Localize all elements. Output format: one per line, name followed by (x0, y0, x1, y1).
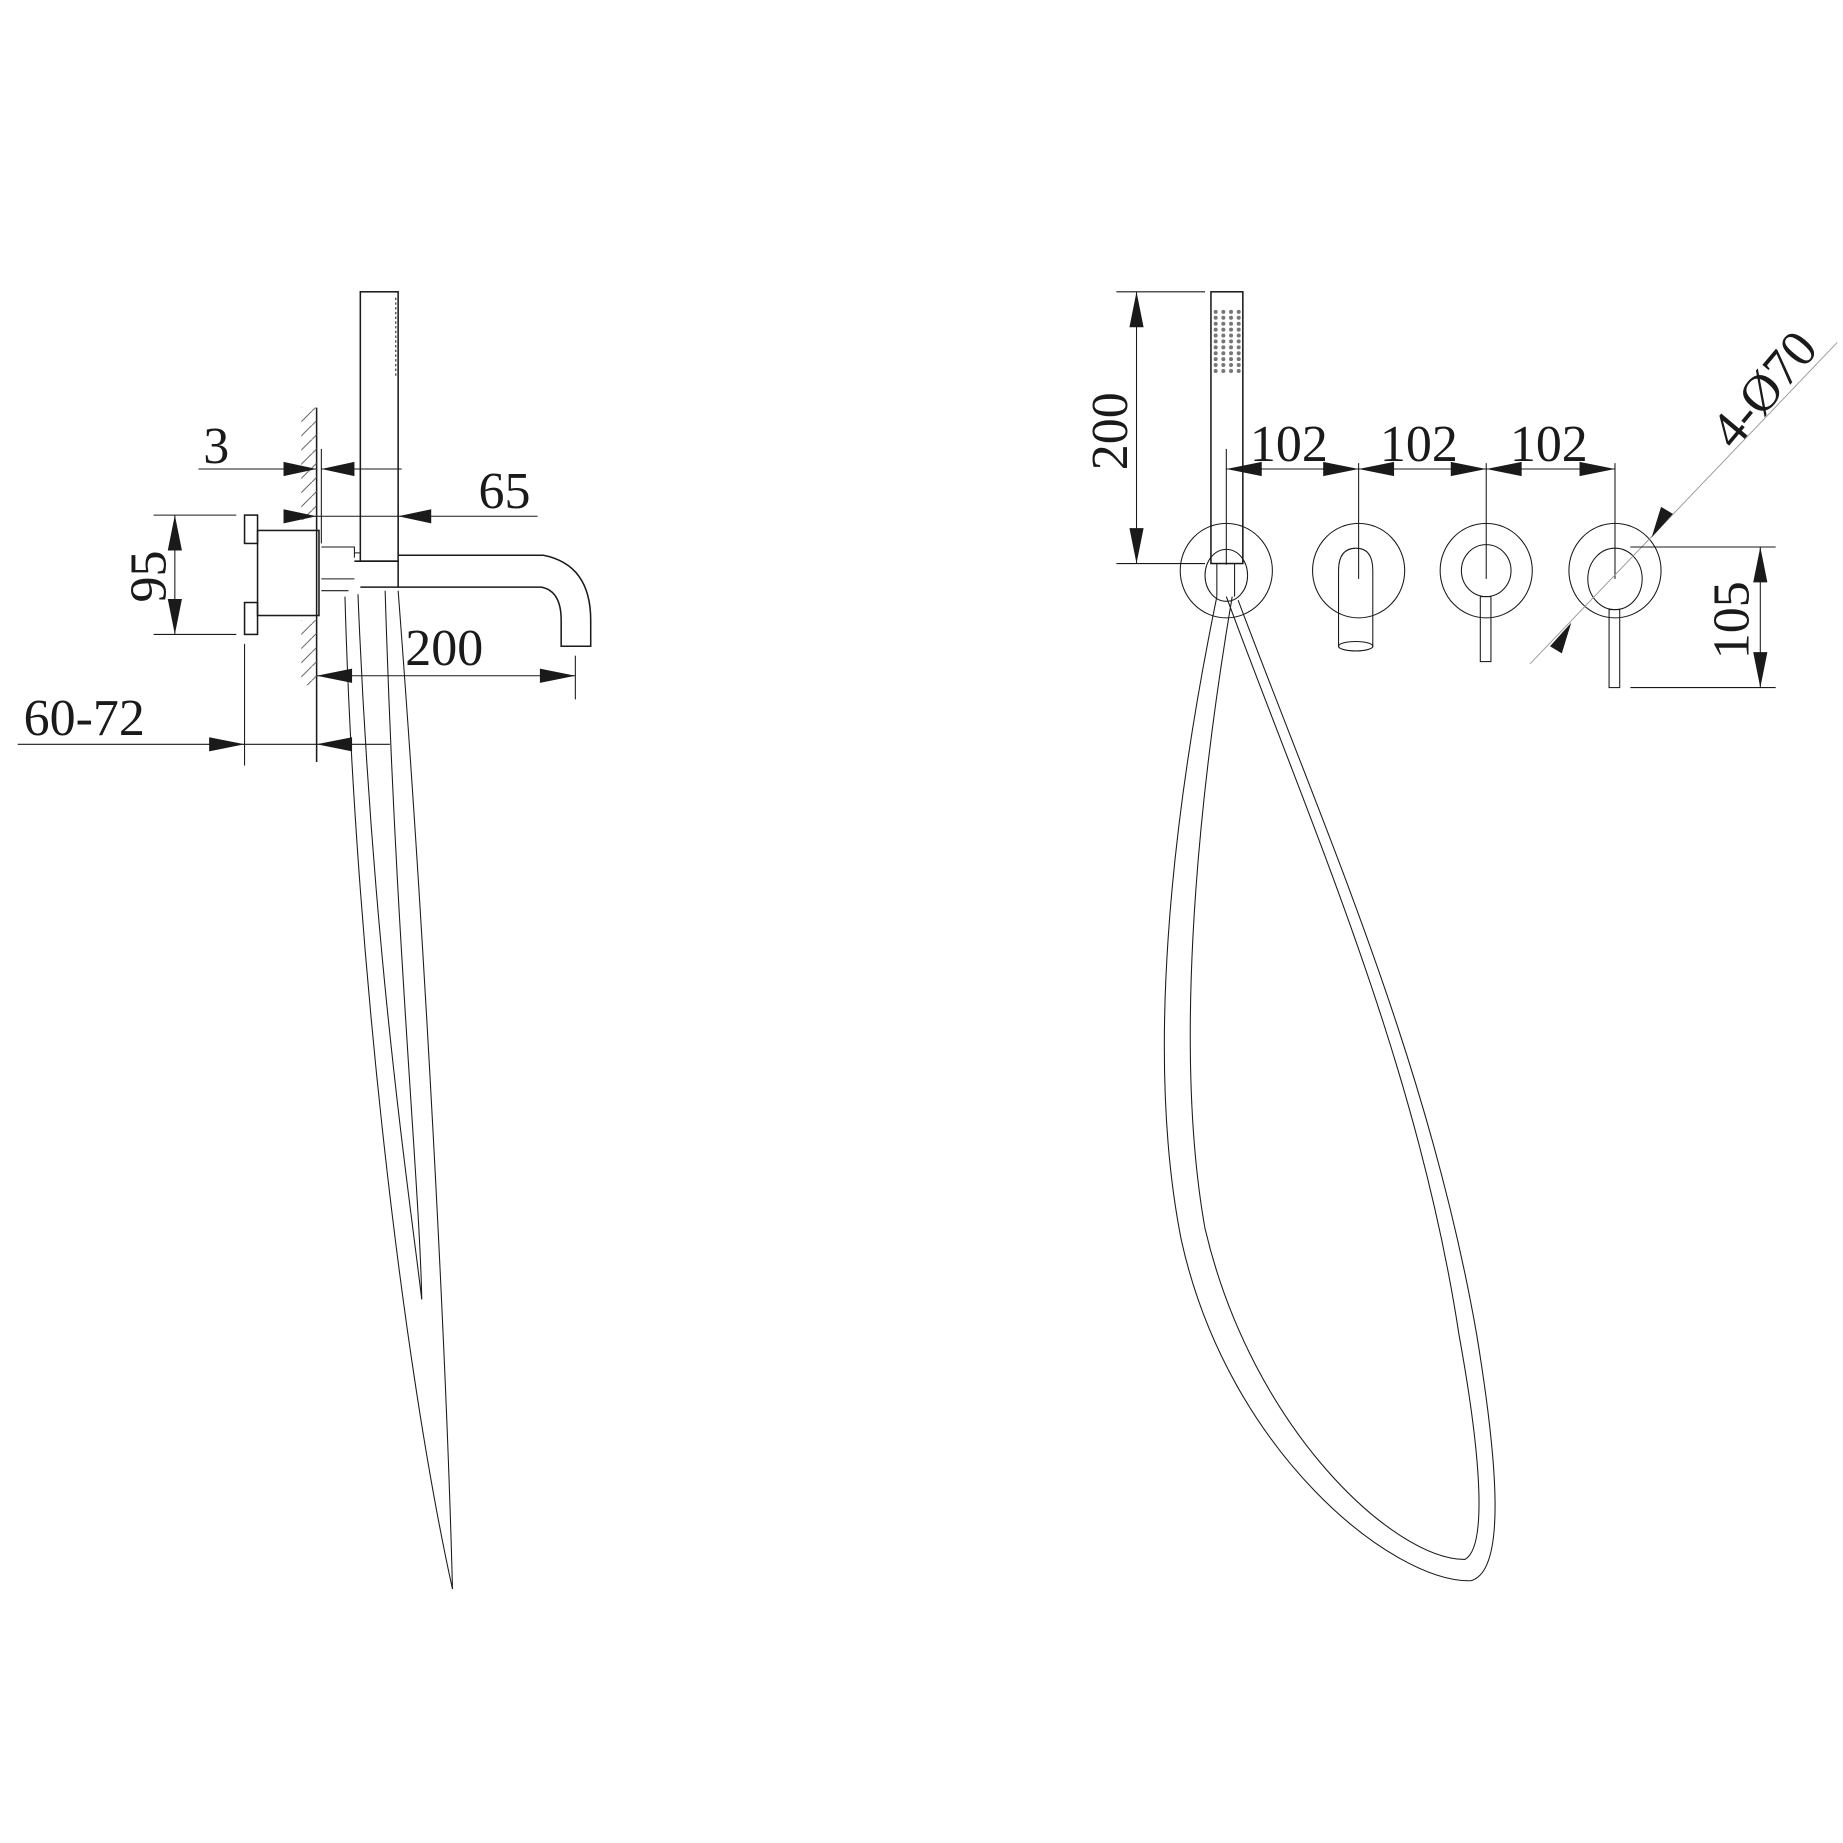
nozzle-dot (1221, 315, 1226, 320)
nozzle-dot (1229, 321, 1234, 326)
nozzle-dot (1229, 363, 1234, 368)
dimension-wall-gap: 3 (198, 418, 402, 544)
nozzle-dot (1229, 351, 1234, 356)
nozzle-dot (1221, 363, 1226, 368)
nozzle-dot (1236, 339, 1241, 344)
dimension-spacing: 102 102 102 (1225, 416, 1616, 579)
nozzle-dot (1213, 315, 1218, 320)
nozzle-dot (1229, 357, 1234, 362)
nozzle-dot (1229, 345, 1234, 350)
hose-side (344, 590, 454, 1590)
nozzle-dot (1236, 321, 1241, 326)
nozzle-dot (1213, 368, 1218, 373)
nozzle-dot (1221, 368, 1226, 373)
nozzle-dot (1221, 327, 1226, 332)
front-view: 200 102 102 102 4-Ø70 (1082, 291, 1838, 1582)
dimension-lever-height: 105 (1630, 546, 1776, 689)
nozzle-dot (1236, 327, 1241, 332)
dim-spout-reach-label: 200 (405, 620, 483, 677)
spout-side (398, 554, 592, 647)
nozzle-dot (1221, 333, 1226, 338)
nozzle-dot (1236, 345, 1241, 350)
nozzle-dot (1236, 368, 1241, 373)
dim-rosette-diameter-label: 4-Ø70 (1700, 321, 1829, 459)
nozzle-dot (1236, 363, 1241, 368)
nozzle-dot (1213, 327, 1218, 332)
nozzle-dot (1229, 333, 1234, 338)
nozzle-dot (1213, 351, 1218, 356)
nozzle-dot (1221, 351, 1226, 356)
dimension-install-depth: 60-72 (17, 643, 390, 766)
nozzle-dot (1229, 327, 1234, 332)
nozzle-dot (1213, 357, 1218, 362)
nozzle-dot (1221, 345, 1226, 350)
dim-handshower-height-label: 200 (1082, 392, 1139, 470)
nozzle-dot (1221, 339, 1226, 344)
nozzle-dot (1221, 321, 1226, 326)
dim-spacing-2-label: 102 (1380, 416, 1458, 473)
nozzle-dot (1236, 333, 1241, 338)
nozzle-dot (1236, 357, 1241, 362)
dimension-spout-reach: 200 (316, 620, 576, 700)
side-view: 3 65 95 200 (17, 291, 592, 1590)
dimension-projection: 65 (283, 463, 538, 556)
dimension-handshower-height: 200 (1082, 291, 1206, 565)
nozzle-dot (1229, 315, 1234, 320)
dim-wall-gap-label: 3 (203, 418, 229, 475)
handshower-side (321, 291, 399, 588)
nozzle-dot (1236, 315, 1241, 320)
nozzle-dot (1221, 309, 1226, 314)
valve-body (243, 514, 355, 636)
nozzle-dot (1213, 339, 1218, 344)
dim-valve-height-label: 95 (120, 551, 177, 603)
nozzle-dot (1213, 309, 1218, 314)
nozzle-dot (1229, 368, 1234, 373)
dimension-rosette-diameter: 4-Ø70 (1529, 321, 1838, 665)
wall (301, 407, 318, 763)
dim-lever-height-label: 105 (1703, 581, 1760, 659)
nozzle-dot (1229, 309, 1234, 314)
nozzle-dot (1229, 339, 1234, 344)
nozzle-dot (1213, 363, 1218, 368)
dim-projection-label: 65 (478, 463, 530, 520)
nozzle-dot (1213, 333, 1218, 338)
spray-nozzles (1213, 309, 1241, 373)
nozzle-dot (1221, 357, 1226, 362)
dim-spacing-3-label: 102 (1510, 416, 1588, 473)
nozzle-dot (1236, 309, 1241, 314)
dim-spacing-1-label: 102 (1250, 416, 1328, 473)
nozzle-dot (1236, 351, 1241, 356)
handshower-front (1210, 291, 1244, 565)
nozzle-dot (1213, 345, 1218, 350)
nozzle-dot (1213, 321, 1218, 326)
hose-front (1163, 596, 1496, 1582)
dim-install-depth-label: 60-72 (24, 690, 145, 747)
dimension-valve-height: 95 (120, 514, 237, 635)
